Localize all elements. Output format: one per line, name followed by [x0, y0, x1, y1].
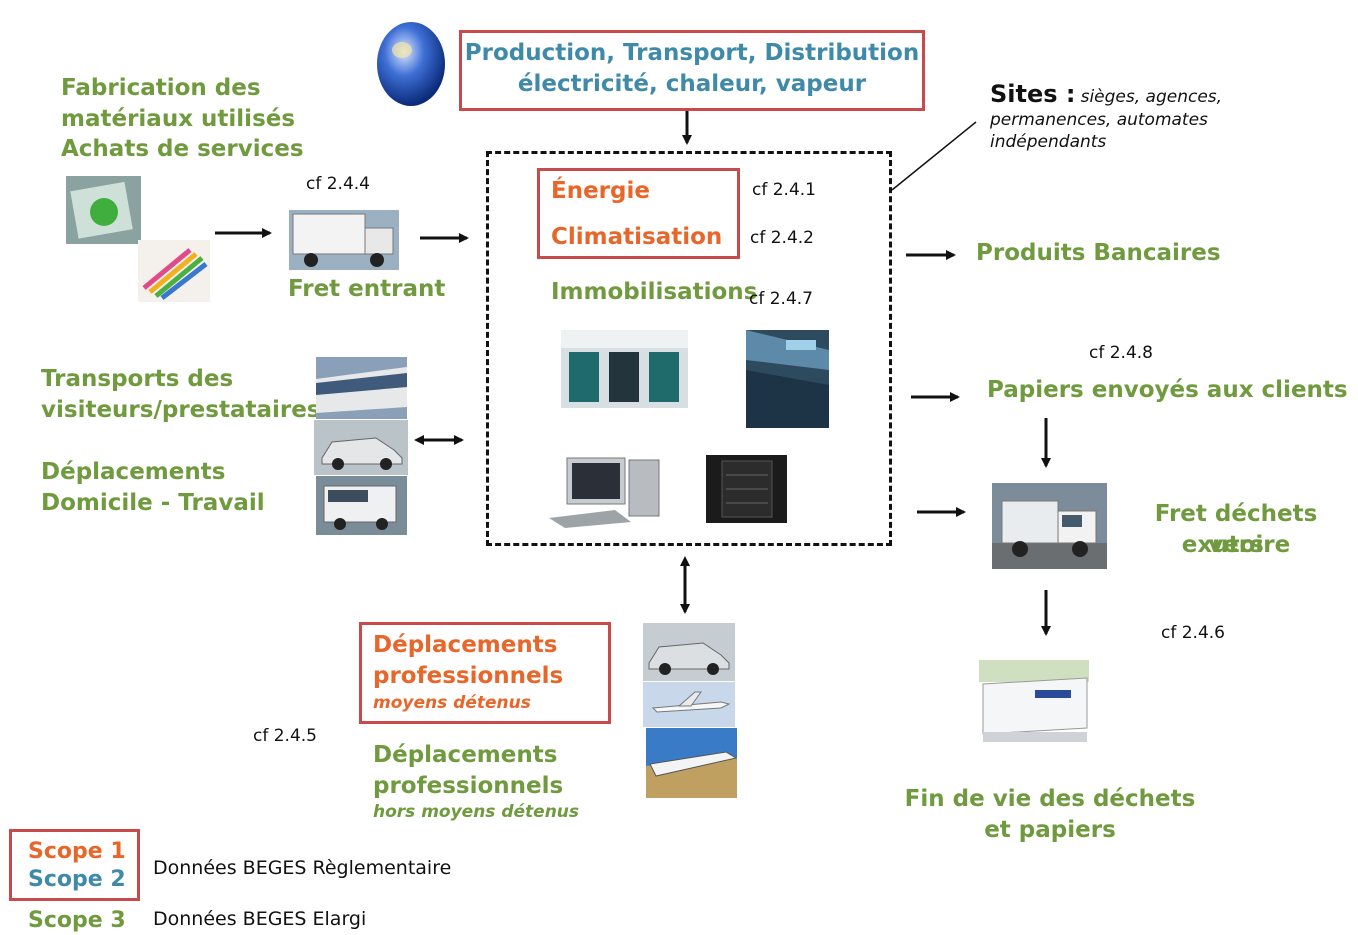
energie-label: Énergie: [551, 178, 650, 204]
train-image: [646, 728, 737, 798]
car-image: [314, 420, 408, 475]
production-box: [459, 30, 925, 111]
globe-image: [372, 14, 450, 110]
papiers-label: Papiers envoyés aux clients: [987, 377, 1348, 403]
legend-scope1: Scope 1: [28, 839, 126, 864]
dep-pro-hors-line3: hors moyens détenus: [373, 802, 580, 822]
production-line2: électricité, chaleur, vapeur: [517, 71, 867, 97]
domicile-line2: Domicile - Travail: [41, 490, 265, 516]
materials-image: [66, 176, 141, 244]
fret-entrant-label: Fret entrant: [288, 276, 446, 302]
legend-elargi: Données BEGES Elargi: [153, 908, 367, 930]
sites-perimeter-box: [486, 151, 892, 546]
fabrication-ref: cf 2.4.4: [306, 174, 370, 194]
sites-desc-line1: sièges, agences,: [1080, 87, 1223, 107]
sites-title: Sites :: [990, 80, 1076, 108]
sites-note: Sites : sièges, agences, permanences, au…: [990, 80, 1290, 152]
airplane-image: [643, 682, 735, 727]
energie-ref: cf 2.4.1: [752, 180, 816, 200]
computer-image: [545, 452, 663, 528]
legend-scope3: Scope 3: [28, 908, 126, 933]
immobilisations-label: Immobilisations: [551, 279, 758, 305]
fabrication-line1: Fabrication des: [61, 75, 261, 101]
fabrication-line3: Achats de services: [61, 136, 304, 162]
papiers-ref: cf 2.4.8: [1089, 343, 1153, 363]
fret-dechets-line1: Fret déchets vers: [1154, 501, 1318, 558]
transports-line2: visiteurs/prestataires: [41, 397, 321, 423]
dep-pro-ref: cf 2.4.5: [253, 726, 317, 746]
transports-line1: Transports des: [41, 366, 234, 392]
produits-bancaires-label: Produits Bancaires: [976, 240, 1221, 266]
dep-pro-hors-line1: Déplacements: [373, 742, 558, 768]
dep-pro-detenus-line2: professionnels: [373, 663, 564, 689]
waste-container-image: [975, 654, 1093, 748]
pens-image: [138, 240, 210, 302]
agency-storefront-image: [561, 330, 688, 408]
scope1-frame: [359, 622, 611, 724]
sites-desc-line3: indépendants: [990, 132, 1107, 152]
scope2-frame: [537, 168, 740, 259]
domicile-line1: Déplacements: [41, 459, 226, 485]
immobilisations-ref: cf 2.4.7: [749, 289, 813, 309]
sites-desc-line2: permanences, automates: [990, 110, 1208, 130]
legend-scope2: Scope 2: [28, 867, 126, 892]
truck-image: [289, 210, 399, 270]
server-rack-image: [706, 455, 787, 523]
dep-pro-detenus-line3: moyens détenus: [373, 693, 531, 713]
fin-de-vie-line1: Fin de vie des déchets: [904, 786, 1196, 812]
waste-truck-image: [992, 483, 1107, 569]
climatisation-label: Climatisation: [551, 224, 723, 250]
production-line1: Production, Transport, Distribution: [464, 40, 920, 66]
legend-reglementaire: Données BEGES Règlementaire: [153, 857, 452, 879]
climatisation-ref: cf 2.4.2: [750, 228, 814, 248]
fin-de-vie-line2: et papiers: [984, 817, 1116, 843]
tram-image: [316, 357, 407, 419]
fabrication-line2: matériaux utilisés: [61, 106, 296, 132]
dep-pro-detenus-line1: Déplacements: [373, 632, 558, 658]
legend-scope-frame: [9, 829, 140, 901]
sites-pointer-line: [891, 121, 977, 191]
fret-dechets-line2: exutoire: [1181, 532, 1291, 558]
minibus-image: [316, 476, 407, 535]
fret-dechets-ref: cf 2.4.6: [1161, 623, 1225, 643]
dep-pro-hors-line2: professionnels: [373, 773, 564, 799]
office-tower-image: [746, 330, 829, 428]
company-car-image: [643, 623, 735, 681]
